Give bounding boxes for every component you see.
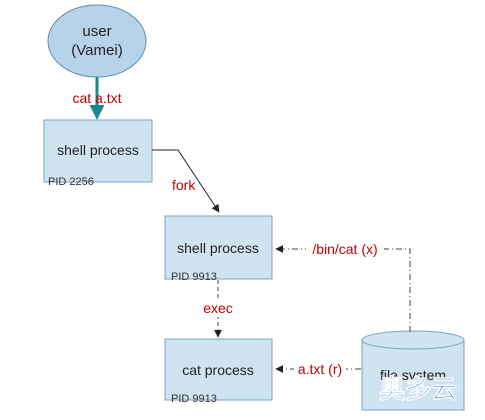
bin-cat-label-bg xyxy=(306,240,384,258)
file-system-top xyxy=(361,330,465,350)
shell-process-label-1: shell process xyxy=(57,142,139,158)
user-sublabel: (Vamei) xyxy=(71,42,122,59)
shell-process-pid-1: PID 2256 xyxy=(48,176,94,188)
shell-process-box-1 xyxy=(43,119,153,183)
user-ellipse xyxy=(47,4,147,78)
bin-cat-edge: /bin/cat (x) xyxy=(275,240,411,332)
cat-process-box xyxy=(164,338,273,401)
file-system-node: file system xyxy=(361,330,465,411)
bin-cat-arrow xyxy=(275,245,411,332)
file-system-label: file system xyxy=(380,367,446,383)
a-txt-label-bg xyxy=(294,360,346,378)
user-node: user (Vamei) xyxy=(47,4,147,78)
shell-process-box-2 xyxy=(164,215,273,280)
watermark: 奥多云 xyxy=(379,374,458,406)
user-label: user xyxy=(82,23,111,40)
shell-process-pid-2: PID 9913 xyxy=(171,271,217,283)
cat-process-node: cat process PID 9913 xyxy=(164,338,273,405)
bin-cat-label: /bin/cat (x) xyxy=(312,241,377,257)
fork-arrow xyxy=(152,149,220,213)
shell-process-node-1: shell process PID 2256 xyxy=(43,119,153,188)
fork-edge: fork xyxy=(152,149,220,213)
command-label: cat a.txt xyxy=(72,90,121,106)
exec-edge: exec xyxy=(198,280,238,338)
exec-label: exec xyxy=(203,300,233,316)
shell-process-label-2: shell process xyxy=(177,240,259,256)
command-edge: cat a.txt xyxy=(72,77,122,120)
file-system-body xyxy=(361,340,465,411)
cat-process-label: cat process xyxy=(182,362,254,378)
cat-process-pid: PID 9913 xyxy=(171,393,217,405)
shell-process-node-2: shell process PID 9913 xyxy=(164,215,273,283)
fork-label: fork xyxy=(172,177,196,193)
exec-label-bg xyxy=(198,299,238,317)
watermark-text: 奥多云 xyxy=(379,374,457,405)
a-txt-edge: a.txt (r) xyxy=(275,360,361,378)
a-txt-label: a.txt (r) xyxy=(298,361,342,377)
